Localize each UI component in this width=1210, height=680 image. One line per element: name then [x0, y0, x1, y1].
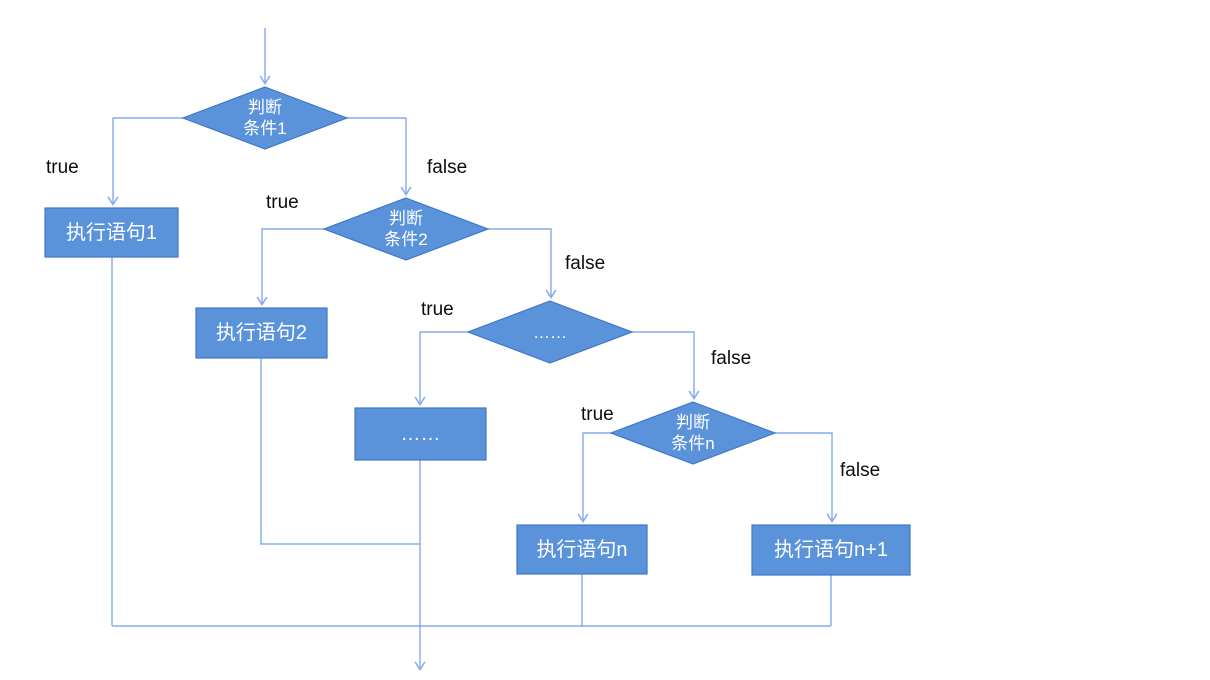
decision1-false-connector — [347, 117, 412, 196]
decision2-shape — [322, 197, 490, 261]
decision3-true-connector — [414, 331, 468, 406]
decision3-false-connector — [632, 331, 700, 400]
process2-down-connector — [260, 358, 420, 545]
decision4-false-label: false — [840, 460, 881, 481]
decision1-true-label: true — [46, 157, 79, 178]
process2-shape — [195, 307, 328, 359]
decision4-true-connector — [577, 432, 611, 523]
process5-shape — [751, 524, 911, 576]
decision3-false-label: false — [711, 348, 752, 369]
process3-shape — [354, 407, 487, 461]
decision4-true-label: true — [581, 404, 614, 425]
decision2-true-label: true — [266, 192, 299, 213]
decision4-false-connector — [775, 432, 838, 523]
process4-shape — [516, 524, 648, 575]
decision2-false-label: false — [565, 253, 606, 274]
decision1-false-label: false — [427, 157, 468, 178]
decision1-true-connector — [107, 117, 183, 206]
decision2-false-connector — [488, 228, 557, 299]
decision3-shape — [466, 300, 634, 364]
decision1-shape — [181, 86, 349, 150]
decision2-true-connector — [256, 228, 324, 306]
decision4-shape — [609, 401, 777, 465]
decision3-true-label: true — [421, 299, 454, 320]
process1-shape — [44, 207, 179, 258]
